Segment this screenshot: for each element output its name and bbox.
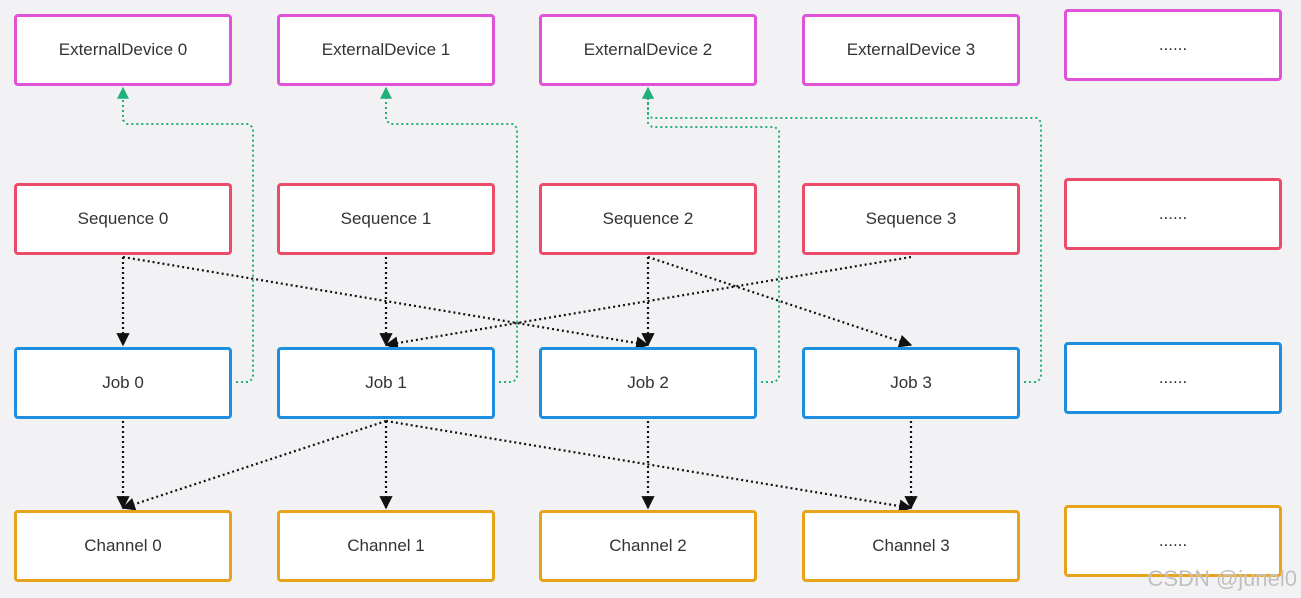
sequence-1-box: Sequence 1: [277, 183, 495, 255]
job-2-label: Job 2: [627, 373, 669, 392]
sequence-more-box: ......: [1064, 178, 1282, 250]
job-2-box: Job 2: [539, 347, 757, 419]
job-1-box: Job 1: [277, 347, 495, 419]
job-0-label: Job 0: [102, 373, 144, 392]
job-3-label: Job 3: [890, 373, 932, 392]
job-more-label: ......: [1158, 368, 1188, 387]
channel-1-label: Channel 1: [347, 536, 425, 555]
sequence-more-label: ......: [1158, 204, 1188, 223]
external-device-0-box: ExternalDevice 0: [14, 14, 232, 86]
channel-more-box: ......: [1064, 505, 1282, 577]
job-0-box: Job 0: [14, 347, 232, 419]
link-job-0-to-external-device-0: [117, 86, 254, 383]
link-job-2-to-external-device-2: [642, 86, 780, 383]
sequence-2-box: Sequence 2: [539, 183, 757, 255]
channel-3-label: Channel 3: [872, 536, 950, 555]
arrow-sequence-0-to-job-2: [122, 255, 650, 350]
external-device-3-label: ExternalDevice 3: [846, 40, 976, 59]
sequence-2-label: Sequence 2: [602, 209, 694, 228]
external-device-3-box: ExternalDevice 3: [802, 14, 1020, 86]
job-3-box: Job 3: [802, 347, 1020, 419]
external-device-1-label: ExternalDevice 1: [321, 40, 451, 59]
external-device-1-box: ExternalDevice 1: [277, 14, 495, 86]
link-job-3-to-external-device-2: [642, 86, 1042, 383]
job-1-label: Job 1: [365, 373, 407, 392]
channel-1-box: Channel 1: [277, 510, 495, 582]
sequence-3-label: Sequence 3: [865, 209, 957, 228]
sequence-0-label: Sequence 0: [77, 209, 169, 228]
channel-0-box: Channel 0: [14, 510, 232, 582]
channel-2-label: Channel 2: [609, 536, 687, 555]
sequence-3-box: Sequence 3: [802, 183, 1020, 255]
arrow-job-1-to-channel-0: [121, 419, 387, 511]
external-device-2-label: ExternalDevice 2: [583, 40, 713, 59]
job-more-box: ......: [1064, 342, 1282, 414]
external-device-more-label: ......: [1158, 35, 1188, 54]
channel-3-box: Channel 3: [802, 510, 1020, 582]
sequence-0-box: Sequence 0: [14, 183, 232, 255]
watermark: CSDN @junel0: [1147, 566, 1298, 591]
external-device-0-label: ExternalDevice 0: [58, 40, 188, 59]
external-device-2-box: ExternalDevice 2: [539, 14, 757, 86]
channel-more-label: ......: [1158, 531, 1188, 550]
sequence-1-label: Sequence 1: [340, 209, 432, 228]
arrow-sequence-3-to-job-1: [384, 255, 912, 350]
external-device-more-box: ......: [1064, 9, 1282, 81]
arrow-job-1-to-channel-3: [385, 419, 913, 513]
arrow-sequence-2-to-job-3: [647, 255, 913, 348]
channel-2-box: Channel 2: [539, 510, 757, 582]
channel-0-label: Channel 0: [84, 536, 162, 555]
